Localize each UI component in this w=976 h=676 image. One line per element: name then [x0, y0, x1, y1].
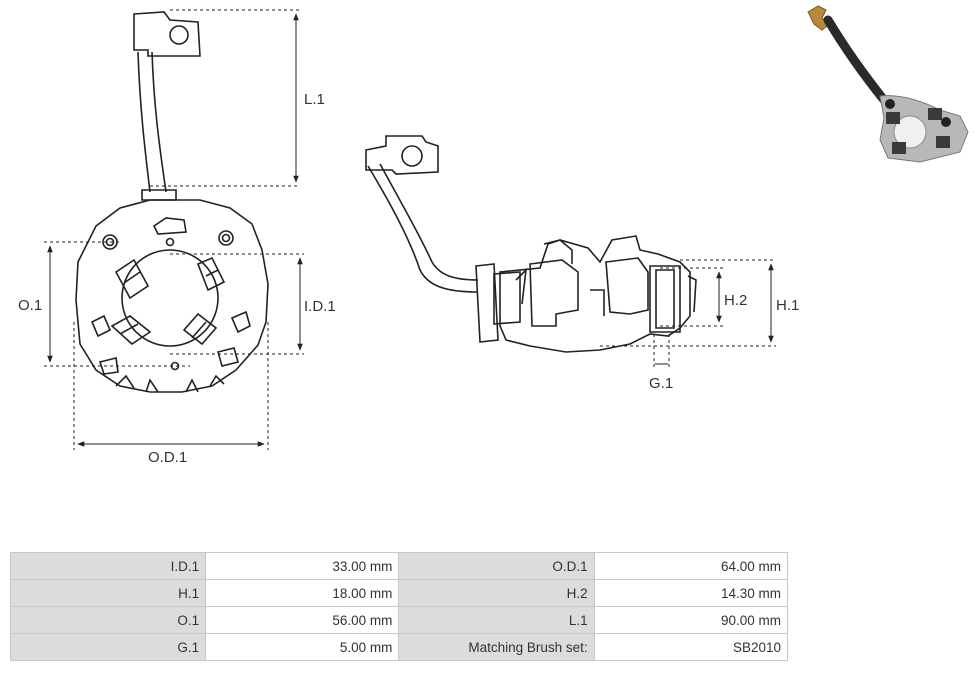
side-body [499, 235, 691, 353]
side-view [365, 135, 697, 353]
spec-value: 64.00 mm [593, 552, 789, 580]
table-row: G.1 5.00 mm Matching Brush set: SB2010 [9, 633, 789, 661]
table-row: I.D.1 33.00 mm O.D.1 64.00 mm [9, 552, 789, 580]
technical-drawing: L.1 O.1 I.D.1 O.D.1 H.2 H.1 G.1 [18, 9, 799, 466]
table-row: O.1 56.00 mm L.1 90.00 mm [9, 606, 789, 634]
spec-key: L.1 [398, 606, 595, 634]
label-l1: L.1 [304, 91, 325, 108]
spec-key: I.D.1 [9, 552, 207, 580]
table-row: H.1 18.00 mm H.2 14.30 mm [9, 579, 789, 607]
side-lead-wire [367, 163, 479, 293]
spec-value: 90.00 mm [593, 606, 789, 634]
label-o1: O.1 [18, 297, 42, 314]
spec-key: O.D.1 [398, 552, 595, 580]
spec-value: SB2010 [593, 633, 789, 661]
spec-value: 5.00 mm [205, 633, 400, 661]
front-view [75, 11, 269, 393]
spec-table: I.D.1 33.00 mm O.D.1 64.00 mm H.1 18.00 … [9, 552, 789, 661]
terminal-hole [169, 25, 189, 45]
side-terminal-hole [401, 145, 423, 167]
terminal-lug [133, 11, 201, 57]
label-g1: G.1 [649, 375, 673, 392]
spec-key: O.1 [9, 606, 207, 634]
spec-key: H.1 [9, 579, 207, 607]
spec-key: Matching Brush set: [398, 633, 595, 661]
brush [649, 265, 681, 333]
spec-value: 33.00 mm [205, 552, 400, 580]
spec-value: 14.30 mm [593, 579, 789, 607]
label-h1: H.1 [776, 297, 799, 314]
dimensions [44, 9, 776, 450]
spec-value: 18.00 mm [205, 579, 400, 607]
label-od1: O.D.1 [148, 449, 187, 466]
spec-key: G.1 [9, 633, 207, 661]
label-id1: I.D.1 [304, 298, 336, 315]
spec-value: 56.00 mm [205, 606, 400, 634]
lead-wire [137, 51, 167, 193]
holder-body [75, 199, 269, 393]
label-h2: H.2 [724, 292, 747, 309]
spec-key: H.2 [398, 579, 595, 607]
product-photo [807, 5, 969, 163]
